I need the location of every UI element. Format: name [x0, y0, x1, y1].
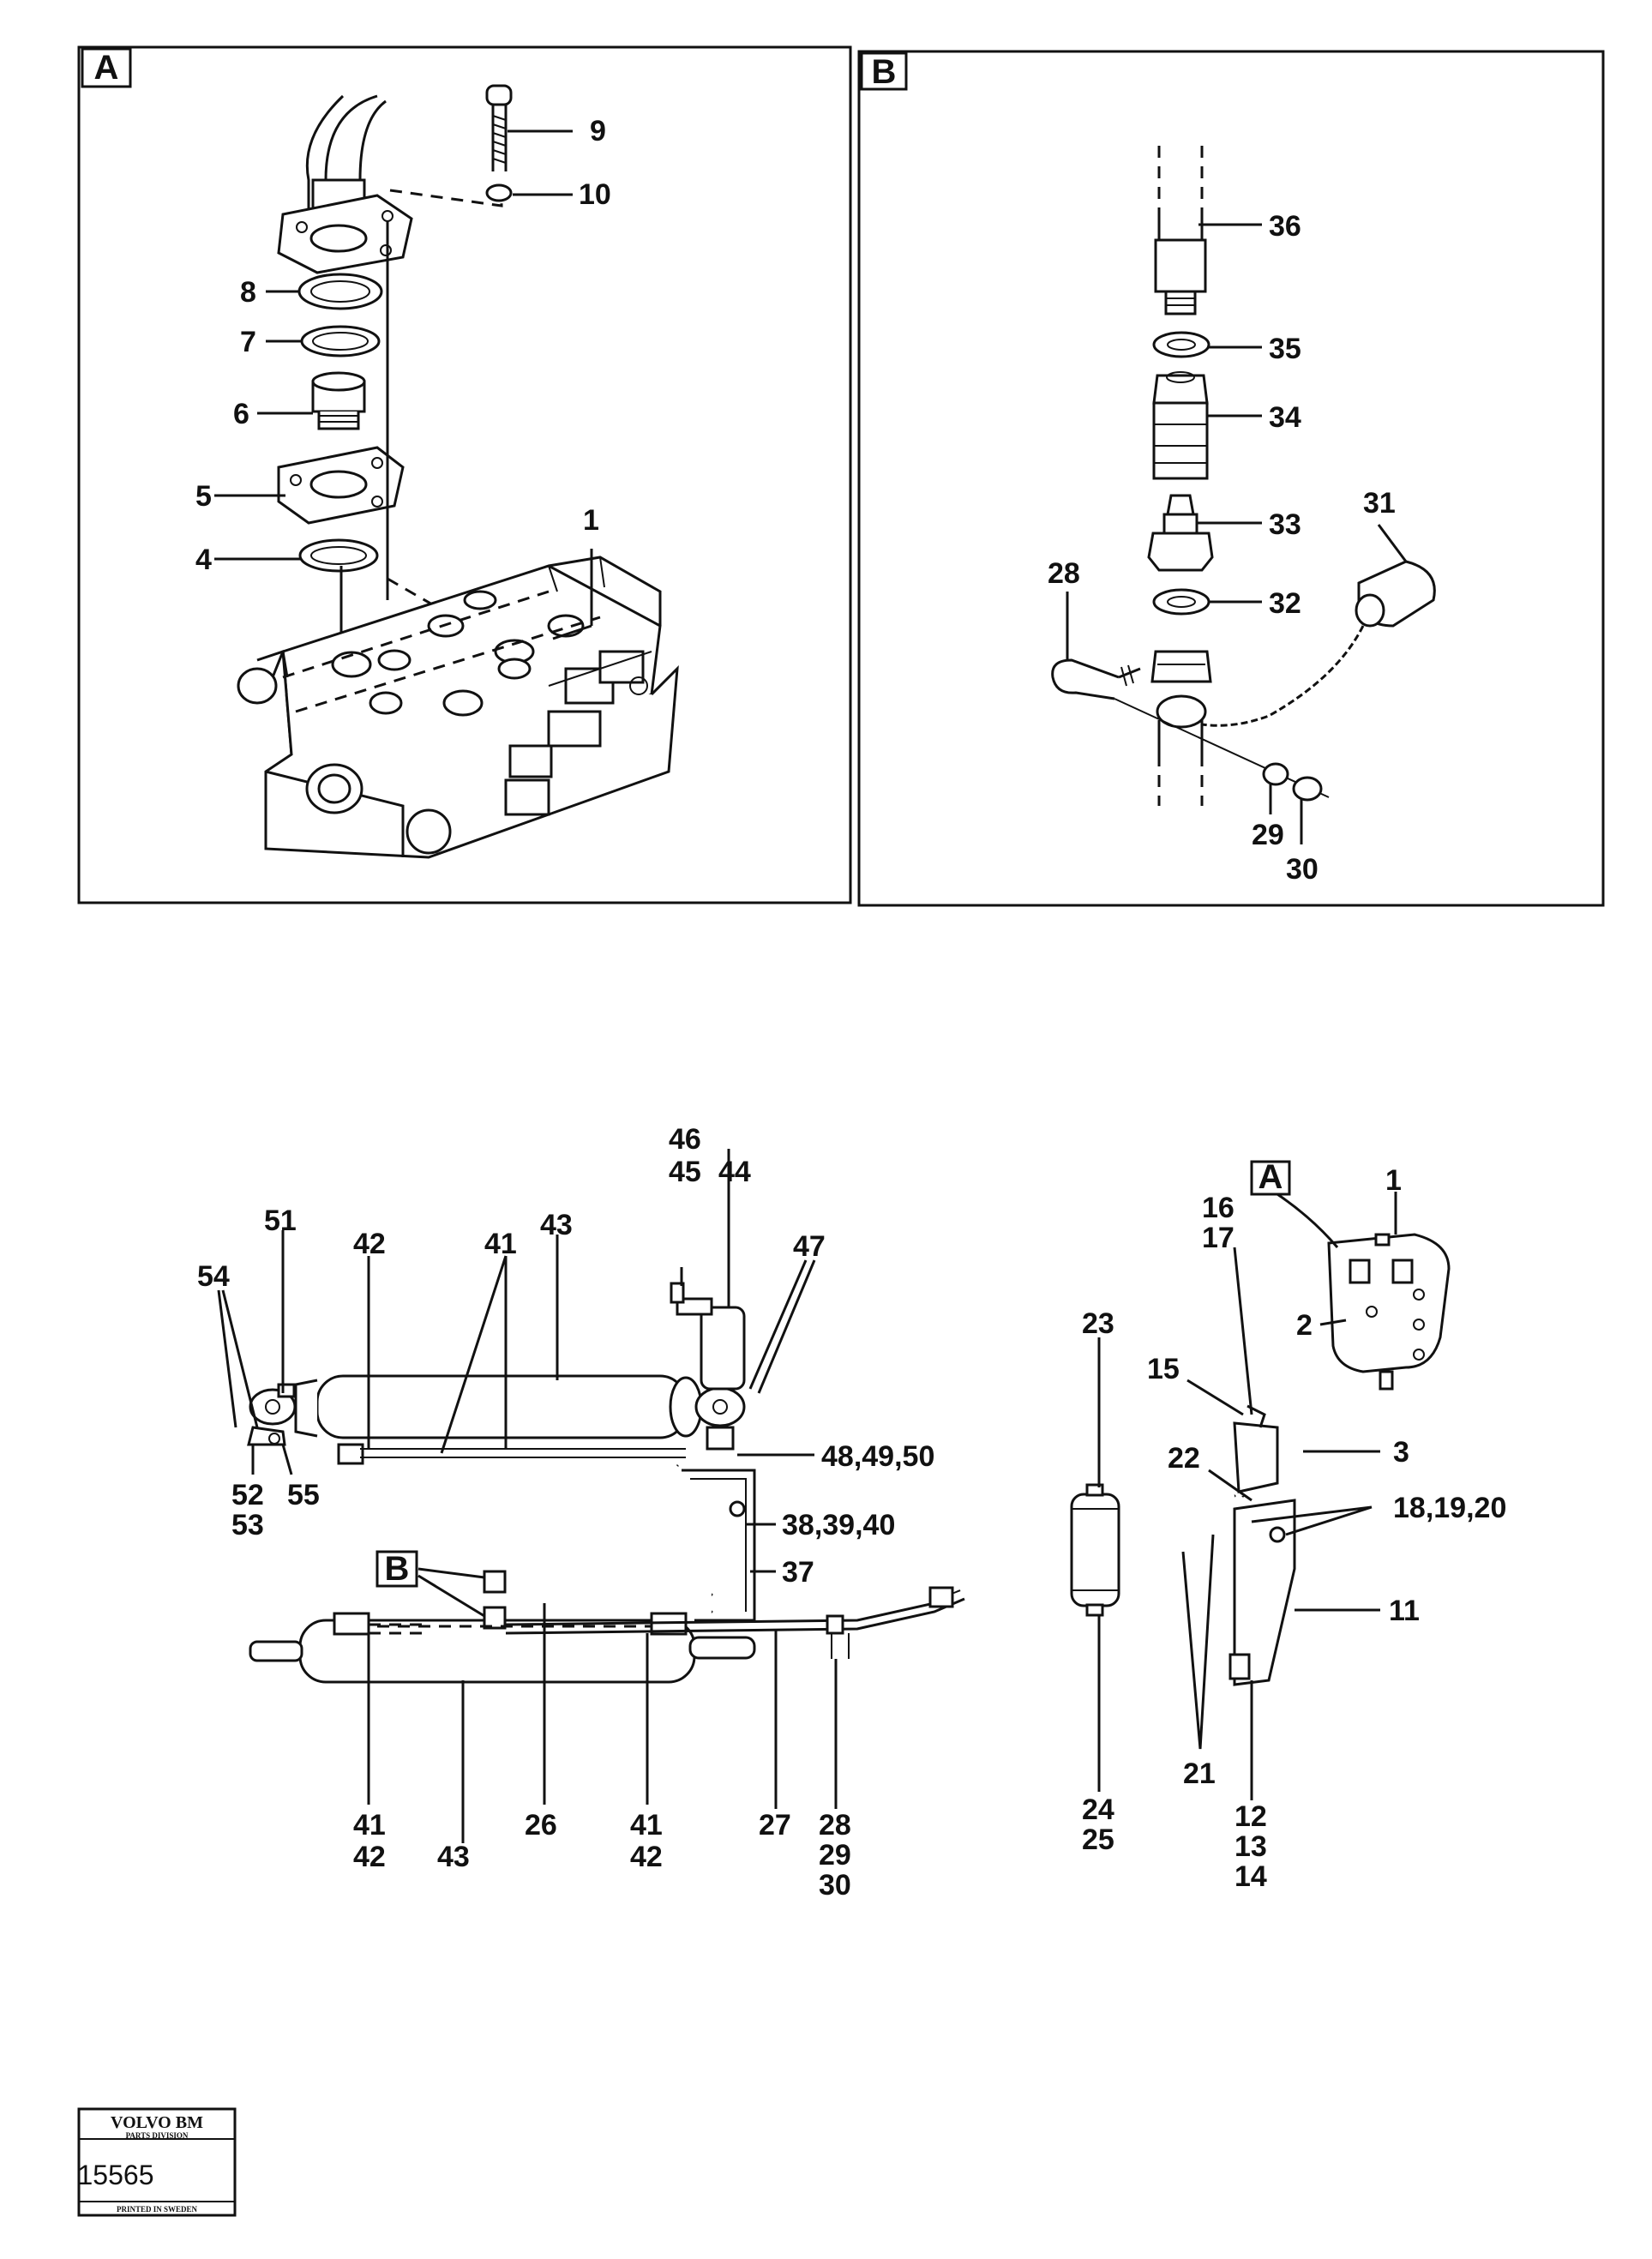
assembly-tag-a: A [1259, 1158, 1283, 1196]
callout-28: 28 [1048, 557, 1080, 590]
callout-51: 51 [264, 1205, 297, 1237]
callout-9: 9 [590, 115, 606, 147]
dust-cap-31 [1201, 560, 1436, 727]
stamp-brand: VOLVO BM [111, 2113, 203, 2132]
callout-48-49-50: 48,49,50 [821, 1440, 934, 1473]
callout-42-lower-left: 42 [353, 1841, 386, 1873]
accumulator [1070, 1483, 1120, 1617]
callout-5: 5 [195, 480, 212, 513]
stamp-number: 15565 [78, 2160, 154, 2190]
callout-53: 53 [231, 1509, 264, 1541]
callout-25: 25 [1082, 1823, 1114, 1856]
panel-a: A [77, 45, 852, 904]
callout-7: 7 [240, 326, 256, 358]
panel-b: B [857, 50, 1605, 907]
callout-41-lower-right: 41 [630, 1809, 663, 1841]
callout-37: 37 [782, 1556, 814, 1589]
callout-3: 3 [1393, 1436, 1409, 1469]
callout-47: 47 [793, 1230, 826, 1263]
callout-30: 30 [1286, 853, 1319, 886]
callout-4: 4 [195, 544, 212, 576]
callout-26: 26 [525, 1809, 557, 1841]
callout-17: 17 [1202, 1222, 1234, 1254]
callout-46: 46 [669, 1123, 701, 1156]
callout-36: 36 [1269, 210, 1301, 243]
callout-33: 33 [1269, 508, 1301, 541]
panel-a-tag-box [81, 47, 132, 88]
hose-end-36 [1154, 238, 1207, 315]
callout-41: 41 [484, 1228, 517, 1260]
u-clip-28 [1051, 658, 1141, 700]
panel-b-tag: B [872, 53, 897, 91]
seal-35 [1152, 331, 1210, 358]
callout-35: 35 [1269, 333, 1301, 365]
callout-45: 45 [669, 1156, 701, 1188]
callout-28-asm: 28 [819, 1809, 851, 1841]
upper-cylinder [249, 1282, 746, 1451]
callout-24: 24 [1082, 1793, 1114, 1826]
control-valve-body [237, 556, 679, 859]
washer-10 [485, 183, 513, 202]
panel-a-leaders [214, 129, 652, 687]
assembly-tag-b: B [385, 1550, 410, 1588]
callout-11: 11 [1389, 1595, 1420, 1627]
volvo-bm-stamp: VOLVO BM PARTS DIVISION 15565 PRINTED IN… [77, 2107, 237, 2217]
callout-38-39-40: 38,39,40 [782, 1509, 895, 1541]
callout-27: 27 [759, 1809, 791, 1841]
screw-9 [485, 84, 513, 171]
callout-21: 21 [1183, 1757, 1216, 1790]
callout-13: 13 [1234, 1830, 1267, 1863]
callout-16: 16 [1202, 1192, 1234, 1224]
pipe-elbow [324, 94, 378, 214]
coupling-34 [1152, 371, 1209, 480]
stamp-printed: PRINTED IN SWEDEN [117, 2205, 198, 2214]
assembly-tag-a-box [1250, 1160, 1291, 1196]
hydraulic-assembly: A B [197, 1123, 1506, 1902]
panel-a-frame [77, 45, 852, 904]
callout-22: 22 [1168, 1442, 1200, 1475]
seal-4 [298, 538, 379, 573]
callout-29-asm: 29 [819, 1839, 851, 1871]
assembly-leaders [217, 1149, 1397, 1843]
callout-1: 1 [583, 504, 599, 537]
callout-42: 42 [353, 1228, 386, 1260]
seal-32 [1152, 588, 1210, 616]
callout-12: 12 [1234, 1800, 1267, 1833]
callout-23: 23 [1082, 1307, 1114, 1340]
callout-42-lower-right: 42 [630, 1841, 663, 1873]
callout-43-lower: 43 [437, 1841, 470, 1873]
callout-1-asm: 1 [1385, 1164, 1402, 1197]
callout-15: 15 [1147, 1353, 1180, 1385]
callout-34: 34 [1269, 401, 1301, 434]
panel-b-tag-box [860, 51, 908, 91]
callout-10: 10 [579, 178, 611, 211]
nipple-6 [311, 371, 366, 430]
washer-29 [1262, 762, 1289, 786]
nut-30 [1292, 776, 1323, 802]
callout-43: 43 [540, 1209, 573, 1241]
panel-b-leaders [1066, 223, 1408, 844]
assembly-tag-b-box [375, 1550, 418, 1588]
callout-44: 44 [718, 1156, 751, 1188]
callout-55: 55 [287, 1479, 320, 1511]
nipple-33 [1147, 494, 1214, 572]
callout-2: 2 [1296, 1309, 1313, 1342]
stamp-division: PARTS DIVISION [126, 2131, 189, 2140]
bracket-15 [1233, 1421, 1279, 1493]
callout-32: 32 [1269, 587, 1301, 620]
callout-31: 31 [1363, 487, 1396, 520]
callout-30-asm: 30 [819, 1869, 851, 1902]
callout-41-lower-left: 41 [353, 1809, 386, 1841]
callout-8: 8 [240, 276, 256, 309]
callout-6: 6 [233, 398, 249, 430]
callout-18-19-20: 18,19,20 [1393, 1492, 1506, 1524]
assembly-control-valve [1327, 1233, 1451, 1391]
callout-54: 54 [197, 1260, 230, 1293]
callout-14: 14 [1234, 1860, 1267, 1893]
callout-52: 52 [231, 1479, 264, 1511]
panel-a-tag: A [94, 49, 119, 87]
panel-b-frame [857, 50, 1605, 907]
callout-29: 29 [1252, 819, 1284, 851]
